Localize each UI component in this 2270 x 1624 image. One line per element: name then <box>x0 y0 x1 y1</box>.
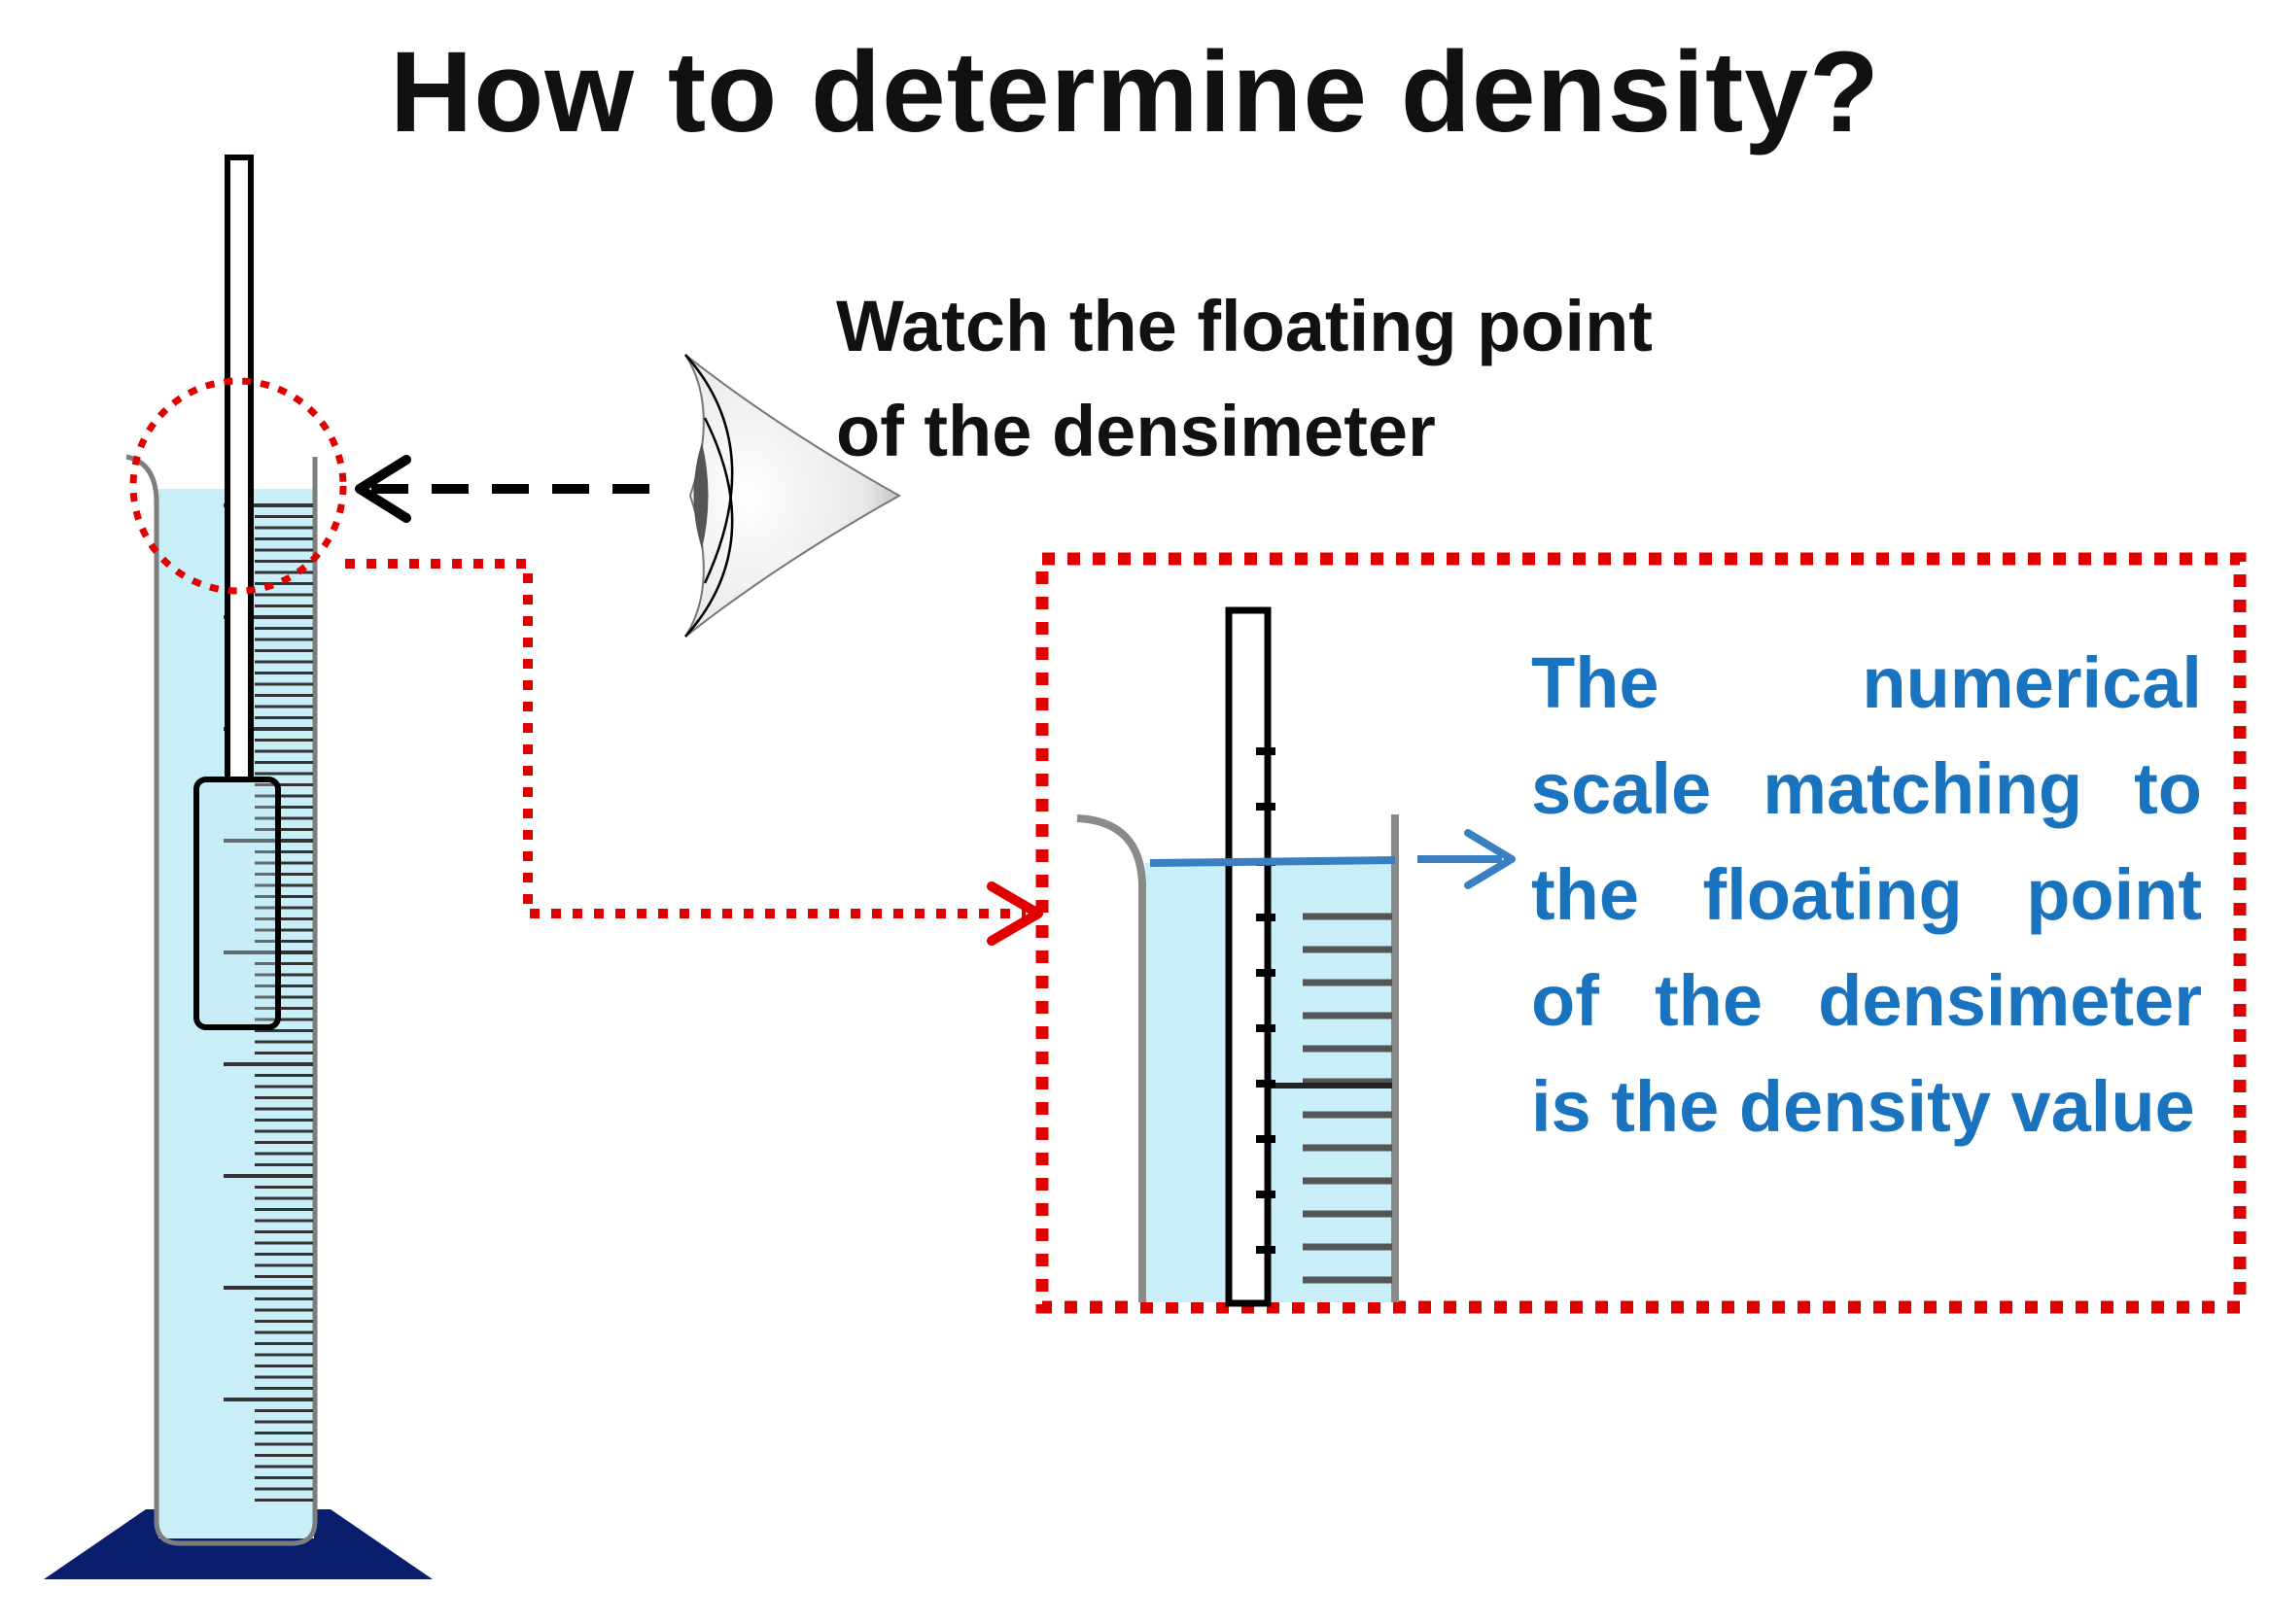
zoom-box <box>1035 552 2247 1314</box>
sight-arrow <box>355 455 649 523</box>
observation-note: Watch the floating point of the densimet… <box>836 274 1789 484</box>
liquid-level-line <box>1149 856 1396 867</box>
densimeter <box>193 155 281 1030</box>
observation-line-1: Watch the floating point <box>836 286 1653 366</box>
meniscus-highlight-circle <box>129 377 347 595</box>
zoomed-densimeter-stem <box>1225 606 1272 1307</box>
cylinder-left-wall <box>125 454 318 1546</box>
observation-line-2: of the densimeter <box>836 391 1436 471</box>
densimeter-bulb <box>193 777 281 1030</box>
page-title: How to determine density? <box>390 28 1880 156</box>
level-arrow <box>1417 829 1516 889</box>
zoomed-cylinder <box>1076 606 1399 1307</box>
graduated-cylinder <box>44 454 433 1579</box>
zoomed-scale <box>1254 913 1392 1284</box>
densimeter-stem <box>225 155 254 782</box>
zoomed-left-wall <box>1076 814 1146 1302</box>
zoom-connector <box>345 559 1043 946</box>
zoomed-densimeter-scale <box>1256 747 1275 1254</box>
eye-icon <box>684 354 902 638</box>
explanation-text: The numerical scale matching to the floa… <box>1531 642 2202 1147</box>
